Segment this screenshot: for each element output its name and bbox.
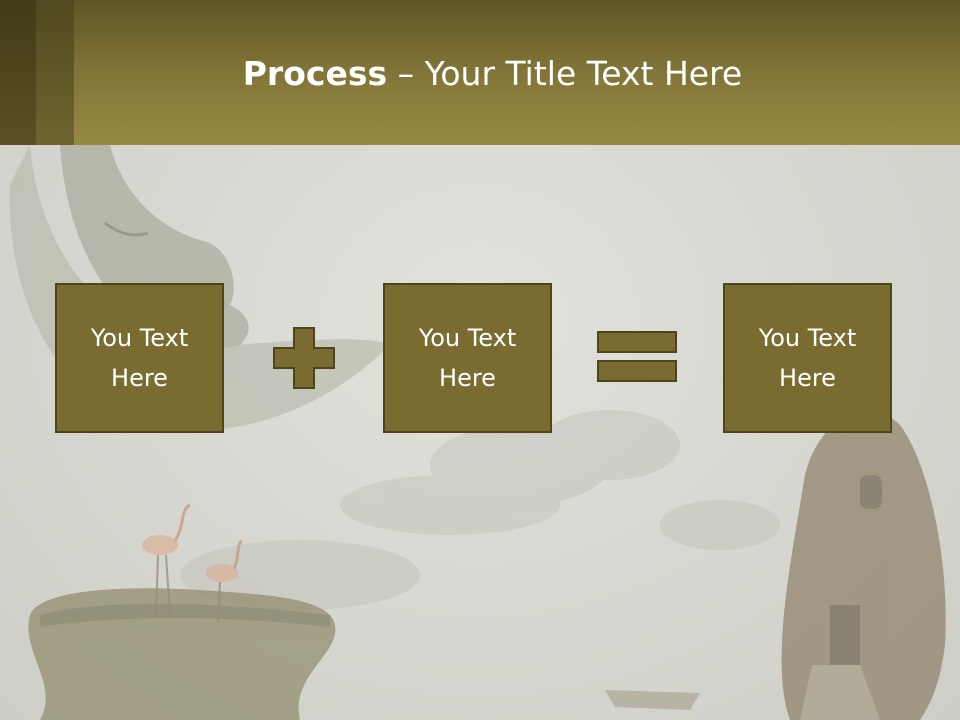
plus-icon — [273, 327, 335, 389]
title-bold: Process — [242, 54, 388, 93]
process-box-3[interactable]: You Text Here — [723, 283, 892, 433]
process-box-1-text: You Text Here — [90, 324, 189, 392]
flamingos — [142, 503, 244, 624]
boat — [605, 690, 700, 710]
process-box-1[interactable]: You Text Here — [55, 283, 224, 433]
title-rest: – Your Title Text Here — [387, 54, 743, 93]
rock-tower — [781, 411, 946, 720]
process-box-2-text: You Text Here — [418, 324, 517, 392]
equals-icon — [597, 331, 677, 382]
slide-title[interactable]: Process – Your Title Text Here — [0, 52, 960, 96]
clouds — [180, 410, 780, 610]
header-accent-dark — [0, 0, 36, 145]
rock-island — [28, 588, 336, 720]
title-band: Process – Your Title Text Here — [0, 0, 960, 145]
process-box-2[interactable]: You Text Here — [383, 283, 552, 433]
process-box-3-text: You Text Here — [758, 324, 857, 392]
header-accent-mid — [36, 0, 74, 145]
